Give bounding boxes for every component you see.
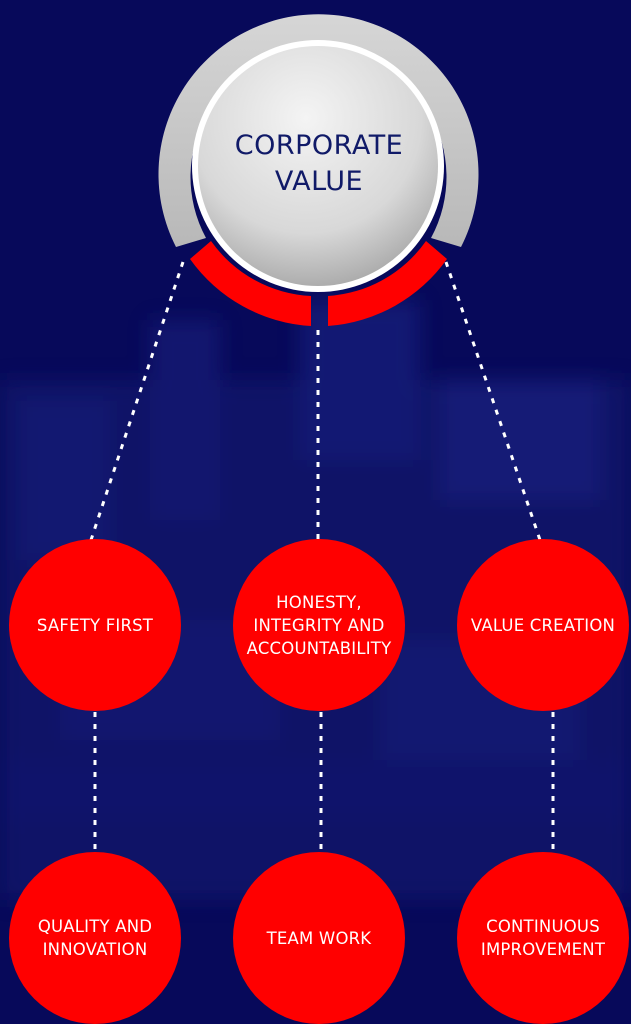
- hub-red-arc-left: [190, 241, 311, 326]
- connector-hub-value-creation: [444, 261, 542, 541]
- value-node-quality-innovation: QUALITY AND INNOVATION: [9, 852, 181, 1024]
- value-label: QUALITY AND INNOVATION: [37, 917, 153, 959]
- connector-lines: [89, 261, 555, 852]
- hub-red-arc-right: [328, 241, 447, 326]
- value-label: SAFETY FIRST: [36, 615, 154, 635]
- value-node-honesty: HONESTY, INTEGRITY AND ACCOUNTABILITY: [233, 539, 405, 711]
- value-label: VALUE CREATION: [470, 615, 616, 635]
- hub-center-fill: [198, 46, 438, 286]
- value-label: CONTINUOUS IMPROVEMENT: [480, 917, 606, 959]
- hub: [158, 14, 479, 326]
- value-label: TEAM WORK: [266, 928, 372, 948]
- connector-hub-safety: [89, 261, 185, 541]
- value-node-value-creation: VALUE CREATION: [457, 539, 629, 711]
- value-node-team-work: TEAM WORK: [233, 852, 405, 1024]
- hub-title: CORPORATE VALUE: [234, 130, 404, 197]
- value-node-safety-first: SAFETY FIRST: [9, 539, 181, 711]
- value-node-continuous-improvement: CONTINUOUS IMPROVEMENT: [457, 852, 629, 1024]
- value-label: HONESTY, INTEGRITY AND ACCOUNTABILITY: [246, 592, 392, 658]
